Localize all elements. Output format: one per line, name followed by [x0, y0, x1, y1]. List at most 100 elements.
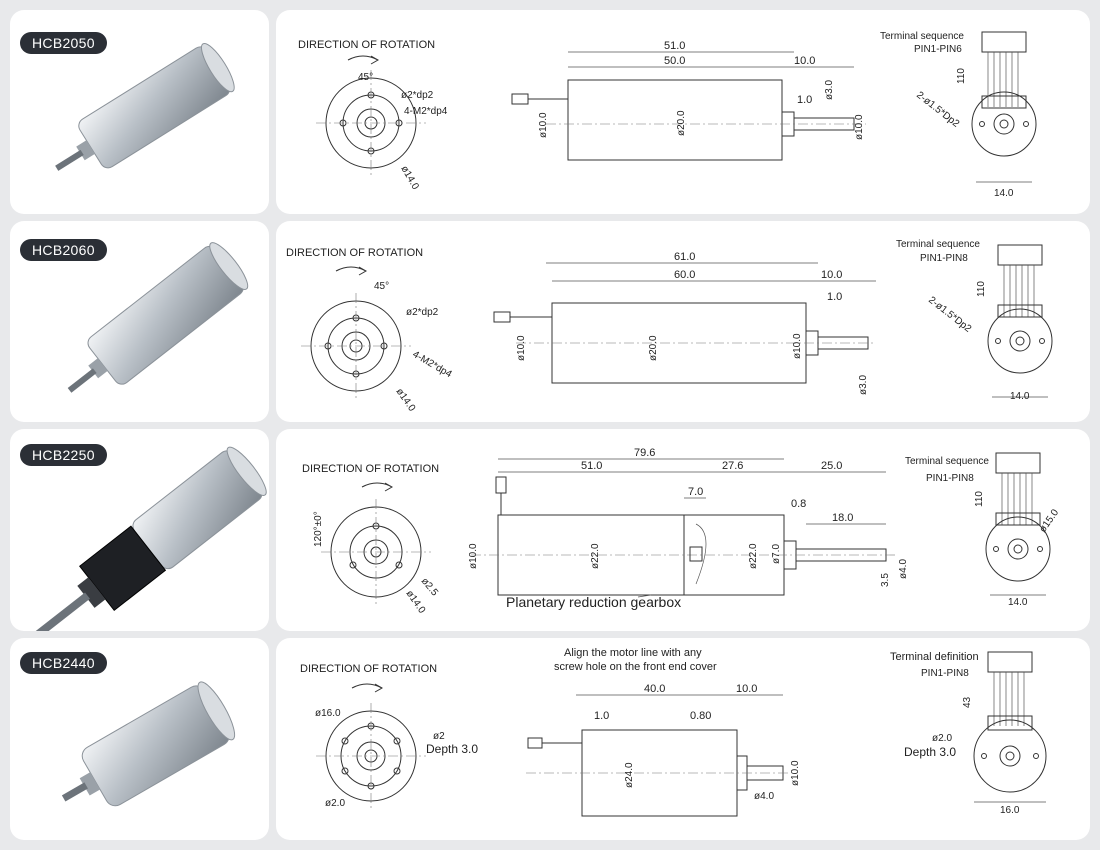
svg-text:10.0: 10.0	[821, 269, 842, 281]
svg-text:14.0: 14.0	[994, 188, 1014, 199]
svg-text:0.80: 0.80	[690, 710, 711, 722]
product-row-hcb2050: HCB2050 DIRECTION OF ROTATION 45° ø2*dp2	[10, 10, 1090, 214]
svg-text:DIRECTION OF ROTATION: DIRECTION OF ROTATION	[300, 663, 437, 675]
model-badge: HCB2050	[20, 32, 107, 54]
svg-text:43: 43	[962, 696, 973, 708]
svg-text:60.0: 60.0	[674, 269, 695, 281]
svg-text:120°±0°: 120°±0°	[313, 511, 324, 547]
svg-text:16.0: 16.0	[1000, 805, 1020, 816]
model-badge: HCB2440	[20, 652, 107, 674]
svg-text:ø4.0: ø4.0	[754, 791, 774, 802]
svg-text:ø10.0: ø10.0	[516, 335, 527, 361]
rotation-arrow-icon	[335, 266, 368, 276]
rotation-label: DIRECTION OF ROTATION	[298, 39, 435, 51]
svg-text:50.0: 50.0	[664, 55, 685, 67]
svg-text:1.0: 1.0	[827, 291, 842, 303]
svg-text:79.6: 79.6	[634, 447, 655, 459]
svg-text:Terminal sequence: Terminal sequence	[880, 31, 964, 42]
svg-text:ø3.0: ø3.0	[858, 375, 869, 395]
svg-text:Align the motor line with any: Align the motor line with any	[564, 647, 702, 659]
svg-text:27.6: 27.6	[722, 460, 743, 472]
product-photo: HCB2250	[10, 429, 269, 631]
svg-text:40.0: 40.0	[644, 683, 665, 695]
svg-text:ø3.0: ø3.0	[824, 80, 835, 100]
svg-text:ø7.0: ø7.0	[771, 544, 782, 564]
svg-text:ø15.0: ø15.0	[1037, 507, 1061, 535]
product-row-hcb2440: HCB2440 DIRECTION OF ROTATION ø16.0 ø2	[10, 638, 1090, 840]
svg-text:2-ø1.5*Dp2: 2-ø1.5*Dp2	[914, 90, 961, 130]
svg-text:45°: 45°	[374, 281, 389, 292]
svg-text:ø22.0: ø22.0	[590, 543, 601, 569]
technical-drawing: DIRECTION OF ROTATION 45° ø2*dp2 4-M2*dp…	[276, 221, 1090, 422]
svg-text:2-ø1.5*Dp2: 2-ø1.5*Dp2	[926, 295, 973, 335]
svg-text:Terminal sequence: Terminal sequence	[905, 456, 989, 467]
technical-drawing: DIRECTION OF ROTATION 120°±0° ø2.5 ø14.0…	[276, 429, 1090, 631]
technical-drawing: DIRECTION OF ROTATION 45° ø2*dp2 4-M2*dp…	[276, 10, 1090, 214]
svg-text:ø14.0: ø14.0	[398, 164, 421, 192]
svg-text:DIRECTION OF ROTATION: DIRECTION OF ROTATION	[286, 247, 423, 259]
svg-text:ø2.5: ø2.5	[419, 576, 441, 599]
drawing-svg: DIRECTION OF ROTATION 120°±0° ø2.5 ø14.0…	[302, 447, 1061, 616]
svg-text:ø2*dp2: ø2*dp2	[401, 90, 434, 101]
product-photo: HCB2060	[10, 221, 269, 422]
svg-text:ø2.0: ø2.0	[325, 798, 345, 809]
svg-text:14.0: 14.0	[1010, 391, 1030, 402]
motor-image	[31, 446, 267, 631]
motor-image	[67, 242, 249, 393]
svg-text:110: 110	[974, 491, 985, 507]
svg-text:14.0: 14.0	[1008, 597, 1028, 608]
svg-text:ø2: ø2	[433, 731, 445, 742]
product-photo: HCB2050	[10, 10, 269, 214]
product-row-hcb2060: HCB2060 DIRECTION OF ROTATION 45° ø2*dp2	[10, 221, 1090, 422]
svg-text:Terminal definition: Terminal definition	[890, 651, 979, 663]
svg-text:4-M2*dp4: 4-M2*dp4	[411, 349, 454, 380]
svg-text:10.0: 10.0	[736, 683, 757, 695]
drawing-svg: DIRECTION OF ROTATION 45° ø2*dp2 4-M2*dp…	[298, 31, 1037, 199]
motor-image	[61, 681, 236, 807]
svg-text:ø16.0: ø16.0	[315, 708, 341, 719]
svg-text:110: 110	[976, 281, 987, 297]
svg-text:10.0: 10.0	[794, 55, 815, 67]
svg-text:1.0: 1.0	[594, 710, 609, 722]
svg-text:ø10.0: ø10.0	[792, 333, 803, 359]
svg-text:110: 110	[956, 68, 967, 84]
technical-drawing: DIRECTION OF ROTATION ø16.0 ø2 Depth 3.0…	[276, 638, 1090, 840]
drawing-svg: DIRECTION OF ROTATION 45° ø2*dp2 4-M2*dp…	[286, 239, 1053, 414]
svg-text:0.8: 0.8	[791, 498, 806, 510]
svg-text:ø14.0: ø14.0	[404, 588, 428, 616]
svg-text:7.0: 7.0	[688, 486, 703, 498]
rotation-arrow-icon	[361, 482, 394, 492]
svg-text:ø2*dp2: ø2*dp2	[406, 307, 439, 318]
svg-text:PIN1-PIN8: PIN1-PIN8	[920, 253, 968, 264]
product-photo: HCB2440	[10, 638, 269, 840]
svg-text:ø24.0: ø24.0	[624, 762, 635, 788]
drawing-svg: DIRECTION OF ROTATION ø16.0 ø2 Depth 3.0…	[300, 647, 1047, 817]
rotation-arrow-icon	[351, 683, 384, 693]
svg-text:45°: 45°	[358, 72, 373, 83]
svg-text:4-M2*dp4: 4-M2*dp4	[404, 106, 448, 117]
gearbox-label: Planetary reduction gearbox	[506, 594, 681, 610]
model-badge: HCB2250	[20, 444, 107, 466]
svg-text:ø20.0: ø20.0	[676, 110, 687, 136]
svg-text:ø10.0: ø10.0	[790, 760, 801, 786]
svg-text:ø20.0: ø20.0	[648, 335, 659, 361]
svg-text:PIN1-PIN6: PIN1-PIN6	[914, 44, 962, 55]
svg-text:3.5: 3.5	[880, 573, 891, 587]
svg-text:25.0: 25.0	[821, 460, 842, 472]
svg-text:ø14.0: ø14.0	[394, 386, 418, 414]
svg-text:61.0: 61.0	[674, 251, 695, 263]
svg-text:1.0: 1.0	[797, 94, 812, 106]
svg-text:ø10.0: ø10.0	[854, 114, 865, 140]
product-row-hcb2250: HCB2250 DIRECTION OF ROTATION 120°±0°	[10, 429, 1090, 631]
svg-text:18.0: 18.0	[832, 512, 853, 524]
svg-text:Depth 3.0: Depth 3.0	[904, 745, 956, 759]
svg-text:ø22.0: ø22.0	[748, 543, 759, 569]
model-badge: HCB2060	[20, 239, 107, 261]
svg-text:ø10.0: ø10.0	[468, 543, 479, 569]
svg-text:PIN1-PIN8: PIN1-PIN8	[921, 668, 969, 679]
svg-text:51.0: 51.0	[664, 40, 685, 52]
rotation-arrow-icon	[347, 55, 380, 65]
svg-text:51.0: 51.0	[581, 460, 602, 472]
svg-text:DIRECTION OF ROTATION: DIRECTION OF ROTATION	[302, 463, 439, 475]
svg-text:Depth 3.0: Depth 3.0	[426, 742, 478, 756]
